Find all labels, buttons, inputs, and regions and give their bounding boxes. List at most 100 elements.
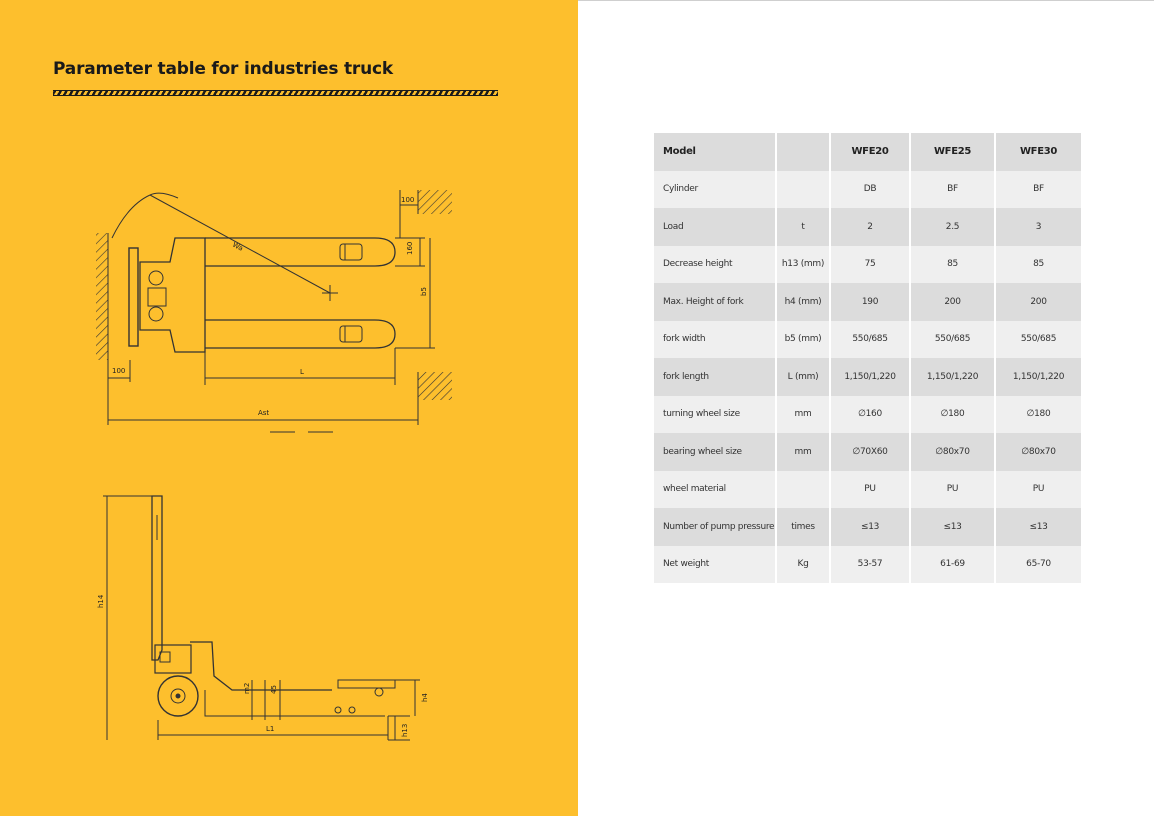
table-row: turning wheel size mm ∅160 ∅180 ∅180 bbox=[654, 395, 1081, 433]
row-unit bbox=[776, 170, 831, 208]
row-value: PU bbox=[830, 470, 911, 508]
row-value: 65-70 bbox=[1026, 559, 1051, 570]
row-value: ∅80x70 bbox=[910, 433, 996, 471]
row-value: 200 bbox=[910, 283, 996, 321]
dim-l: L bbox=[300, 368, 304, 376]
technical-drawing: 100 160 Wa b5 100 L Ast bbox=[96, 190, 452, 741]
row-value: 53-57 bbox=[830, 545, 911, 583]
row-param: Cylinder bbox=[654, 170, 777, 208]
row-unit: b5 (mm) bbox=[776, 320, 831, 358]
table-row: Max. Height of fork h4 (mm) 190 200 200 bbox=[654, 283, 1081, 321]
side-fork-tip bbox=[337, 679, 396, 689]
row-value: 3 bbox=[1035, 221, 1042, 232]
table-row: Number of pump pressure times ≤13 ≤13 ≤1… bbox=[654, 508, 1081, 546]
row-value: ∅180 bbox=[910, 395, 996, 433]
row-value: 2.5 bbox=[910, 208, 996, 246]
header-unit bbox=[776, 133, 831, 171]
page-top-border bbox=[578, 0, 1154, 1]
row-value: 61-69 bbox=[910, 545, 996, 583]
hazard-stripe bbox=[53, 90, 498, 96]
table-row: fork length L (mm) 1,150/1,220 1,150/1,2… bbox=[654, 358, 1081, 396]
row-unit: t bbox=[776, 208, 831, 246]
row-param: turning wheel size bbox=[654, 395, 777, 433]
table-row: Load t 2 2.5 3 bbox=[654, 208, 1081, 246]
wa-arc bbox=[111, 194, 151, 239]
row-value: PU bbox=[1032, 484, 1045, 495]
row-param: wheel material bbox=[654, 470, 777, 508]
dim-ast: Ast bbox=[258, 409, 269, 417]
row-unit bbox=[776, 470, 831, 508]
table-row: Decrease height h13 (mm) 75 85 85 bbox=[654, 245, 1081, 283]
fork-upper bbox=[205, 237, 396, 267]
row-value: ∅70X60 bbox=[830, 433, 911, 471]
row-value: 190 bbox=[830, 283, 911, 321]
top-view-drawing bbox=[96, 190, 452, 433]
row-param: bearing wheel size bbox=[654, 433, 777, 471]
row-value: ∅160 bbox=[830, 395, 911, 433]
row-value: 85 bbox=[1033, 259, 1044, 270]
dim-b5: b5 bbox=[420, 287, 428, 296]
row-value: DB bbox=[830, 170, 911, 208]
dim-h14: h14 bbox=[97, 594, 105, 608]
handle bbox=[128, 247, 139, 347]
side-view-drawing bbox=[103, 495, 420, 741]
row-value: ≤13 bbox=[910, 508, 996, 546]
header-wfe30: WFE30 bbox=[1019, 146, 1058, 158]
pump-unit bbox=[154, 644, 192, 674]
row-value: ≤13 bbox=[1029, 521, 1048, 532]
row-unit: h13 (mm) bbox=[776, 245, 831, 283]
left-wall-hatch bbox=[96, 233, 108, 360]
row-unit: mm bbox=[776, 395, 831, 433]
row-value: BF bbox=[1033, 184, 1044, 195]
row-unit: times bbox=[776, 508, 831, 546]
dim-l1: L1 bbox=[266, 725, 274, 733]
row-value: 200 bbox=[1030, 296, 1047, 307]
wa-line bbox=[149, 194, 331, 294]
dim-wa: Wa bbox=[231, 241, 244, 253]
left-panel: Parameter table for industries truck bbox=[0, 0, 578, 816]
truck-body bbox=[139, 237, 206, 353]
parameter-table: Model WFE20 WFE25 WFE30 Cylinder DB BF B… bbox=[654, 133, 1081, 583]
row-value: ∅180 bbox=[1026, 409, 1051, 420]
table-row: fork width b5 (mm) 550/685 550/685 550/6… bbox=[654, 320, 1081, 358]
table-row: bearing wheel size mm ∅70X60 ∅80x70 ∅80x… bbox=[654, 433, 1081, 471]
row-param: Net weight bbox=[654, 545, 777, 583]
row-unit: L (mm) bbox=[776, 358, 831, 396]
top-right-wall-hatch bbox=[418, 190, 452, 214]
page-title: Parameter table for industries truck bbox=[53, 59, 393, 79]
row-param: fork length bbox=[654, 358, 777, 396]
row-param: Max. Height of fork bbox=[654, 283, 777, 321]
table-row: Cylinder DB BF BF bbox=[654, 170, 1081, 208]
row-value: ∅80x70 bbox=[1021, 446, 1056, 457]
header-wfe20: WFE20 bbox=[830, 133, 911, 171]
row-param: Decrease height bbox=[654, 245, 777, 283]
header-model: Model bbox=[654, 133, 777, 171]
dim-100-top: 100 bbox=[401, 196, 414, 204]
row-value: 2 bbox=[830, 208, 911, 246]
row-value: 85 bbox=[910, 245, 996, 283]
dim-160: 160 bbox=[406, 242, 414, 255]
row-unit: mm bbox=[776, 433, 831, 471]
row-value: 1,150/1,220 bbox=[830, 358, 911, 396]
row-value: ≤13 bbox=[830, 508, 911, 546]
row-value: PU bbox=[910, 470, 996, 508]
header-wfe25: WFE25 bbox=[910, 133, 996, 171]
row-value: BF bbox=[910, 170, 996, 208]
steer-wheel bbox=[157, 675, 199, 717]
table-row: Net weight Kg 53-57 61-69 65-70 bbox=[654, 545, 1081, 583]
dim-h13: h13 bbox=[401, 724, 409, 737]
row-unit: Kg bbox=[776, 545, 831, 583]
table-header-row: Model WFE20 WFE25 WFE30 bbox=[654, 133, 1081, 171]
table-row: wheel material PU PU PU bbox=[654, 470, 1081, 508]
row-param: fork width bbox=[654, 320, 777, 358]
row-param: Load bbox=[654, 208, 777, 246]
row-value: 75 bbox=[830, 245, 911, 283]
row-value: 550/685 bbox=[910, 320, 996, 358]
row-value: 1,150/1,220 bbox=[910, 358, 996, 396]
dim-h4: h4 bbox=[421, 693, 429, 702]
row-param: Number of pump pressure bbox=[654, 508, 777, 546]
row-value: 550/685 bbox=[830, 320, 911, 358]
bottom-right-wall-hatch bbox=[418, 372, 452, 400]
row-value: 550/685 bbox=[1020, 334, 1057, 345]
row-unit: h4 (mm) bbox=[776, 283, 831, 321]
